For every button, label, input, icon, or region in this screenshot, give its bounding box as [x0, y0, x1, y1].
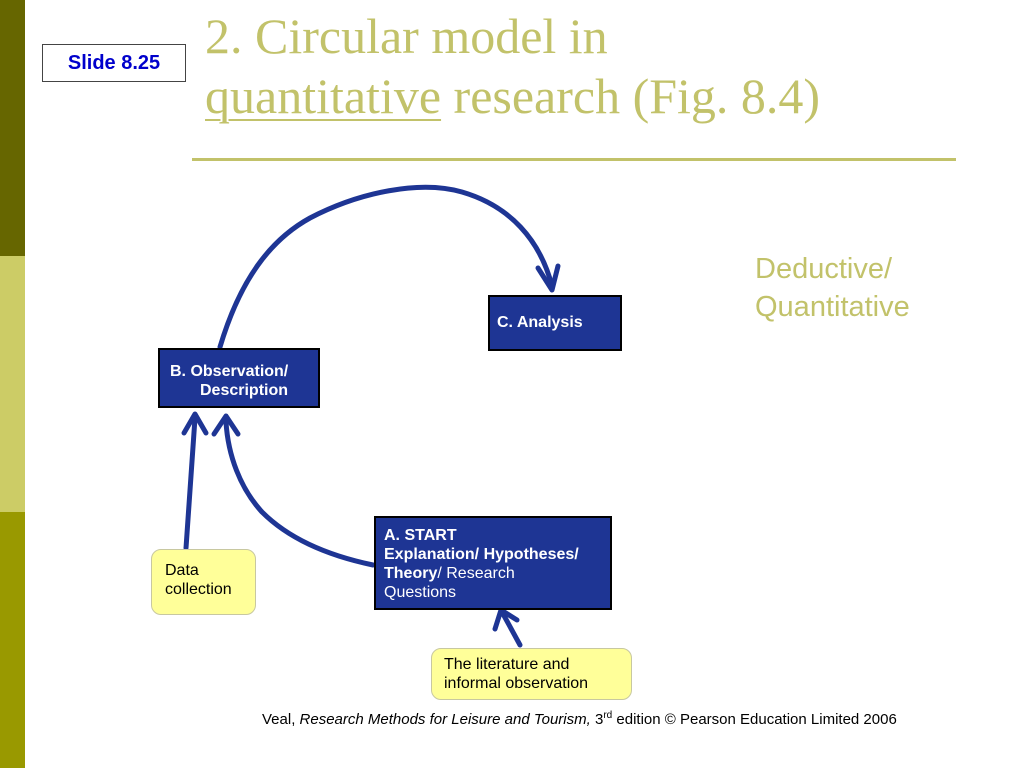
start-box-line-4: Questions	[384, 584, 457, 601]
literature-note: The literature and informal observation	[431, 648, 632, 700]
title-line-2: quantitative research (Fig. 8.4)	[205, 66, 1005, 126]
title-underlined-word: quantitative	[205, 68, 442, 124]
start-box: A. START Explanation/ Hypotheses/ Theory…	[374, 516, 612, 610]
footer-edition-suffix: rd	[603, 710, 613, 721]
slide-title: 2. Circular model in quantitative resear…	[205, 6, 1005, 126]
analysis-box: C. Analysis	[488, 295, 622, 351]
literature-line-2: informal observation	[444, 675, 589, 692]
literature-line-1: The literature and	[444, 656, 570, 673]
start-box-line-2: Explanation/ Hypotheses/	[384, 546, 579, 563]
start-box-line-3-rest: / Research	[437, 565, 515, 582]
arrow-literature-to-start	[499, 609, 523, 648]
arrow-data-collection-to-observation	[183, 415, 198, 551]
observation-box-line-1: B. Observation/	[170, 363, 289, 380]
arrow-observation-to-analysis	[217, 184, 555, 350]
footer-book-title: Research Methods for Leisure and Tourism…	[299, 711, 591, 728]
arrowhead-observation-right	[211, 413, 241, 437]
data-collection-line-1: Data	[165, 562, 199, 579]
arrowhead-start	[492, 607, 520, 632]
approach-label: Deductive/ Quantitative	[755, 250, 910, 326]
data-collection-note: Data collection	[151, 549, 256, 615]
footer-publisher: edition © Pearson Education Limited 2006	[612, 711, 897, 728]
citation-footer: Veal, Research Methods for Leisure and T…	[262, 710, 897, 728]
observation-box-line-2: Description	[200, 382, 289, 399]
start-box-line-3: Theory/ Research	[384, 564, 610, 583]
sidebar-mid-segment	[0, 512, 25, 768]
title-line-2-rest: research (Fig. 8.4)	[441, 68, 821, 124]
arrowhead-analysis	[535, 263, 561, 293]
start-box-line-1: A. START	[384, 527, 457, 544]
approach-label-line-1: Deductive/	[755, 253, 893, 285]
approach-label-line-2: Quantitative	[755, 291, 910, 323]
title-line-1: 2. Circular model in	[205, 8, 608, 64]
sidebar-light-segment	[0, 256, 25, 512]
footer-author: Veal,	[262, 711, 300, 728]
footer-edition-number: 3	[590, 711, 604, 728]
title-divider	[192, 158, 956, 161]
slide-number-label: Slide 8.25	[42, 44, 186, 82]
observation-box: B. Observation/ Description	[158, 348, 320, 408]
arrowhead-observation-left	[181, 411, 209, 436]
arrow-start-to-observation	[223, 419, 376, 568]
sidebar-dark-segment	[0, 0, 25, 256]
data-collection-line-2: collection	[165, 581, 232, 598]
start-box-theory: Theory	[384, 565, 438, 582]
